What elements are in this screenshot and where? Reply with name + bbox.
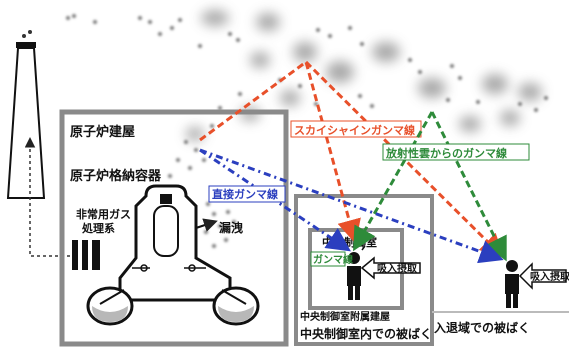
direct-gamma-label: 直接ガンマ線 [212, 187, 278, 201]
leak-arrow [195, 218, 218, 232]
annex-building-label: 中央制御室附属建屋 [300, 310, 390, 323]
exhaust-stack [6, 30, 46, 199]
gamma-ray-label: ガンマ線 [313, 253, 353, 266]
inhalation-arrow-outdoor [518, 262, 567, 290]
torus-vent-left [99, 289, 125, 305]
reactor-pressure-vessel [153, 194, 179, 257]
torus-vent-right [221, 289, 247, 305]
inhalation-arrow-room [360, 256, 421, 280]
plume-label-box [382, 143, 530, 161]
gas-treatment-unit [72, 240, 100, 270]
torus-water-left [92, 306, 128, 322]
reactor-building [59, 109, 289, 347]
worker-access-area [505, 260, 519, 308]
skyshine-label-box [290, 120, 422, 138]
inhalation-label-room: 吸入摂取 [377, 262, 418, 275]
exposure-control-room-caption: 中央制御室内での被ばく [300, 326, 432, 341]
plume-gamma-label: 放射性雲からのガンマ線 [385, 146, 507, 160]
plume-particles [66, 14, 548, 248]
plume-gamma-paths [353, 111, 507, 262]
radioactive-plume [186, 10, 542, 141]
exhaust-path [24, 137, 70, 257]
direct-label-box [208, 185, 286, 203]
reactor-building-label: 原子炉建屋 [70, 124, 135, 140]
skyshine-gamma-label: スカイシャインガンマ線 [294, 123, 415, 137]
leak-label: 漏洩 [219, 220, 243, 235]
suppression-pool-lines [132, 264, 206, 272]
gas-treatment-label-1: 非常用ガス [76, 207, 131, 221]
containment-vessel-label: 原子炉格納容器 [70, 168, 162, 184]
gas-treatment-label-2: 処理系 [81, 221, 115, 235]
inhalation-label-outdoor: 吸入摂取 [530, 270, 569, 283]
gamma-ray-label-box [310, 251, 346, 267]
control-room-annex-building [294, 194, 434, 346]
torus-water-right [218, 306, 254, 322]
exposure-access-area-caption: 入退域での被ばく [434, 320, 530, 335]
